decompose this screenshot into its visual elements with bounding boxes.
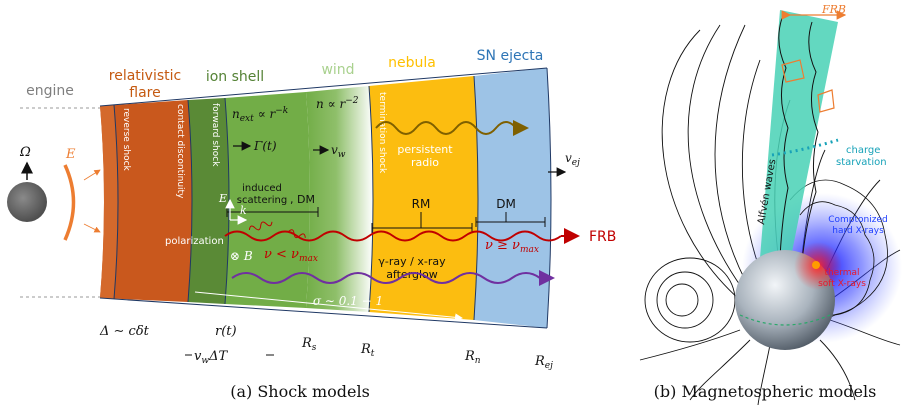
vw-dt-label: vwΔT xyxy=(194,349,228,366)
r-t-label: r(t) xyxy=(215,324,237,339)
delta-label: Δ ∼ cδt xyxy=(99,324,150,339)
scatter-wave-1 xyxy=(248,221,273,231)
persistent-radio-label-1: persistent xyxy=(397,143,453,156)
nebula-label: nebula xyxy=(388,55,436,71)
ejecta-region xyxy=(474,68,551,328)
thermal-label-2: soft X-rays xyxy=(818,279,866,289)
energy-symbol: E xyxy=(65,147,76,162)
frb-label: FRB xyxy=(589,229,616,245)
frb-wave xyxy=(224,230,562,242)
induced-label-1: induced xyxy=(242,183,282,194)
nu-ge-label: ν ≥ νmax xyxy=(485,238,539,255)
alfven-wave-line-1 xyxy=(778,17,789,259)
r-ej-label: Rej xyxy=(534,354,553,371)
sigma-arrow xyxy=(194,291,463,322)
sigma-label: σ ∼ 0.1 − 1 xyxy=(313,294,383,308)
charge-starvation-label-1: charge xyxy=(846,145,880,156)
flare-label-line2: flare xyxy=(129,85,160,101)
frb-cone-2 xyxy=(817,89,835,113)
twisted-field-loop-outer xyxy=(789,179,888,316)
r-s-label: Rs xyxy=(301,336,317,353)
dm-wind-label: , DM xyxy=(290,193,315,206)
scatter-wave-2 xyxy=(288,229,306,239)
dm-bracket xyxy=(475,217,546,227)
wind-label: wind xyxy=(321,62,354,78)
hotspot xyxy=(812,261,820,269)
termination-shock-label: termination shock xyxy=(377,92,387,174)
shock-model-panel: engine relativistic flare ion shell wind… xyxy=(7,48,616,401)
k-vector-label: k xyxy=(240,204,247,217)
flare-region xyxy=(100,100,192,302)
afterglow-label-1: γ-ray / x-ray xyxy=(378,255,446,268)
energy-ray-top xyxy=(83,169,101,181)
n-wind-formula: n ∝ r−2 xyxy=(316,96,359,111)
alfven-wave-line-2 xyxy=(801,21,819,263)
vw-label: vw xyxy=(331,143,346,160)
ion-shell-dark-region xyxy=(188,98,229,304)
r-n-label: Rn xyxy=(464,349,481,366)
wind-region xyxy=(306,86,373,312)
flare-label-line1: relativistic xyxy=(109,68,181,84)
energy-arc xyxy=(63,164,76,241)
contact-discontinuity-label: contact discontinuity xyxy=(175,104,185,199)
gamma-label: Γ(t) xyxy=(253,139,277,153)
comptonized-label-2: hard X-rays xyxy=(832,226,884,236)
magnetospheric-model-panel: Alfvén waves FRB charge starvation Compt… xyxy=(639,3,902,406)
persistent-radio-wave xyxy=(375,121,517,135)
sn-ejecta-label: SN ejecta xyxy=(477,48,544,64)
forward-shock-label: forward shock xyxy=(210,103,220,167)
n-ext-formula: next ∝ r−k xyxy=(232,106,288,124)
right-caption: (b) Magnetospheric models xyxy=(654,382,877,401)
scattering-bracket xyxy=(226,207,319,217)
rm-label: RM xyxy=(412,197,431,211)
thermal-label-1: thermal xyxy=(824,268,859,278)
nebula-region xyxy=(369,76,478,320)
persistent-radio-label-2: radio xyxy=(411,156,439,169)
charge-starvation-label-2: starvation xyxy=(836,157,887,168)
charge-starvation-arc xyxy=(771,138,839,157)
engine-sphere xyxy=(7,182,47,222)
ion-shell-label: ion shell xyxy=(206,69,264,85)
comptonized-label-1: Comptonized xyxy=(828,215,887,225)
nu-lt-label: ν < νmax xyxy=(264,247,318,264)
omega-symbol: Ω xyxy=(19,145,31,160)
reverse-shock-label: reverse shock xyxy=(121,108,131,172)
r-t-boundary-label: Rt xyxy=(360,342,375,359)
left-caption: (a) Shock models xyxy=(230,382,370,401)
frb-right-label: FRB xyxy=(821,3,846,16)
engine-label: engine xyxy=(26,83,74,99)
b-vector-label: ⊗ B xyxy=(230,249,253,263)
alfven-column xyxy=(760,10,838,262)
dm-ejecta-label: DM xyxy=(496,197,516,211)
frb-cone-1 xyxy=(781,59,805,83)
polarization-label: polarization xyxy=(165,236,224,247)
v-ej-label: vej xyxy=(565,151,580,168)
energy-ray-bottom xyxy=(83,223,101,233)
reverse-shock-band xyxy=(100,105,118,299)
induced-label-2: scattering xyxy=(237,195,287,206)
e-vector-label: E xyxy=(218,192,227,205)
afterglow-wave xyxy=(231,272,541,284)
